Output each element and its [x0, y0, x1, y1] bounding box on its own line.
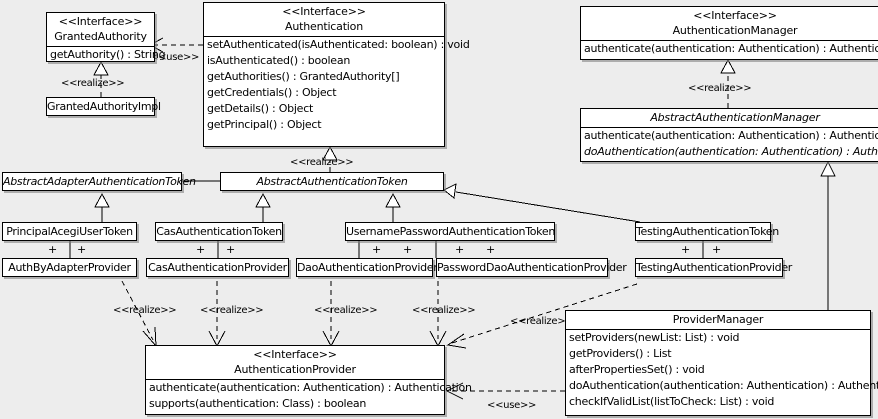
- arrowhead-hollow-realize-grantedauthority: [93, 60, 109, 76]
- member-row: getCredentials() : Object: [207, 86, 337, 99]
- arrowhead-open-realize-authbyadapter: [142, 326, 157, 348]
- edge-label-use-1: <<use>>: [150, 52, 200, 63]
- class-name: AuthenticationManager: [672, 24, 798, 37]
- multiplicity-plus: +: [455, 243, 465, 256]
- member-row: getProviders() : List: [569, 347, 672, 360]
- class-cas-authentication-provider[interactable]: CasAuthenticationProvider: [146, 258, 289, 277]
- member-row: getAuthorities() : GrantedAuthority[]: [207, 70, 400, 83]
- class-abstract-adapter-authentication-token[interactable]: AbstractAdapterAuthenticationToken: [2, 172, 196, 191]
- edge-label-realize-grantedauthority: <<realize>>: [61, 78, 125, 89]
- class-header: ProviderManager: [566, 311, 870, 330]
- member-row: getPrincipal() : Object: [207, 118, 322, 131]
- class-auth-by-adapter-provider[interactable]: AuthByAdapterProvider: [2, 258, 137, 277]
- class-header: <<Interface>> Authentication: [204, 3, 444, 37]
- class-provider-manager[interactable]: ProviderManager setProviders(newList: Li…: [565, 310, 878, 416]
- edge-label-realize-authentication: <<realize>>: [290, 157, 354, 168]
- multiplicity-plus: +: [681, 243, 691, 256]
- class-cas-authentication-token[interactable]: CasAuthenticationToken: [155, 222, 283, 241]
- class-granted-authority-impl[interactable]: GrantedAuthorityImpl: [46, 97, 161, 116]
- edge-label-realize-dao: <<realize>>: [314, 305, 378, 316]
- class-name: AuthenticationProvider: [234, 363, 356, 376]
- member-row: authenticate(authentication: Authenticat…: [584, 129, 878, 142]
- class-header: AbstractAuthenticationManager: [581, 109, 878, 128]
- class-name: Authentication: [285, 20, 363, 33]
- member-row: authenticate(authentication: Authenticat…: [149, 381, 472, 394]
- multiplicity-plus: +: [48, 243, 58, 256]
- arrowhead-hollow-gen-principalacegi: [94, 192, 110, 208]
- member-row: authenticate(authentication: Authenticat…: [584, 42, 878, 55]
- arrowhead-open-realize-cas: [208, 330, 226, 348]
- edge-label-realize-cas: <<realize>>: [200, 305, 264, 316]
- arrowhead-hollow-gen-castoken: [255, 192, 271, 208]
- arrowhead-hollow-gen-usernamepasswordtoken: [385, 192, 401, 208]
- class-username-password-authentication-token[interactable]: UsernamePasswordAuthenticationToken: [345, 222, 555, 241]
- class-members: setProviders(newList: List) : void getPr…: [566, 330, 878, 410]
- multiplicity-plus: +: [486, 243, 496, 256]
- edge-label-use-2: <<use>>: [487, 400, 537, 411]
- edge-label-realize-testing: <<realize>>: [510, 316, 574, 327]
- class-password-dao-authentication-provider[interactable]: PasswordDaoAuthenticationProvider: [436, 258, 627, 277]
- member-row: getAuthority() : String: [50, 48, 166, 61]
- member-row: isAuthenticated() : boolean: [207, 54, 351, 67]
- member-row: supports(authentication: Class) : boolea…: [149, 397, 367, 410]
- edge-generalization-testingauthenticationtoken: [455, 191, 641, 223]
- class-members: getAuthority() : String: [47, 47, 166, 63]
- stereotype-label: <<Interface>>: [282, 5, 366, 18]
- multiplicity-plus: +: [403, 243, 413, 256]
- member-row: getDetails() : Object: [207, 102, 314, 115]
- edge-label-realize-passworddao: <<realize>>: [412, 305, 476, 316]
- member-row: doAuthentication(authentication: Authent…: [584, 145, 878, 158]
- class-header: <<Interface>> AuthenticationManager: [581, 7, 878, 41]
- class-testing-authentication-token[interactable]: TestingAuthenticationToken: [635, 222, 779, 241]
- class-abstract-authentication-token[interactable]: AbstractAuthenticationToken: [220, 172, 444, 191]
- arrowhead-open-realize-passworddao: [429, 330, 447, 348]
- multiplicity-plus: +: [77, 243, 87, 256]
- class-authentication-provider[interactable]: <<Interface>> AuthenticationProvider aut…: [145, 345, 472, 415]
- class-members: authenticate(authentication: Authenticat…: [146, 380, 472, 412]
- class-abstract-authentication-manager[interactable]: AbstractAuthenticationManager authentica…: [580, 108, 878, 162]
- class-granted-authority[interactable]: <<Interface>> GrantedAuthority getAuthor…: [46, 12, 166, 63]
- class-authentication[interactable]: <<Interface>> Authentication setAuthenti…: [203, 2, 470, 147]
- class-authentication-manager[interactable]: <<Interface>> AuthenticationManager auth…: [580, 6, 878, 60]
- arrowhead-open-realize-testing: [446, 333, 467, 349]
- class-dao-authentication-provider[interactable]: DaoAuthenticationProvider: [296, 258, 438, 277]
- member-row: afterPropertiesSet() : void: [569, 363, 705, 376]
- member-row: setProviders(newList: List) : void: [569, 331, 740, 344]
- arrowhead-hollow-realize-authenticationmanager: [720, 58, 736, 74]
- class-principal-acegi-user-token[interactable]: PrincipalAcegiUserToken: [2, 222, 137, 241]
- class-members: authenticate(authentication: Authenticat…: [581, 128, 878, 160]
- arrowhead-open-realize-dao: [322, 330, 340, 348]
- edge-label-realize-authbyadapter: <<realize>>: [113, 305, 177, 316]
- multiplicity-plus: +: [712, 243, 722, 256]
- member-row: doAuthentication(authentication: Authent…: [569, 379, 878, 392]
- member-row: setAuthenticated(isAuthenticated: boolea…: [207, 38, 470, 51]
- multiplicity-plus: +: [196, 243, 206, 256]
- class-header: <<Interface>> AuthenticationProvider: [146, 346, 444, 380]
- class-testing-authentication-provider[interactable]: TestingAuthenticationProvider: [635, 258, 792, 277]
- multiplicity-plus: +: [226, 243, 236, 256]
- stereotype-label: <<Interface>>: [693, 9, 777, 22]
- class-members: authenticate(authentication: Authenticat…: [581, 41, 878, 57]
- arrowhead-hollow-gen-testingtoken: [443, 183, 457, 199]
- class-name: AbstractAuthenticationManager: [650, 111, 820, 124]
- stereotype-label: <<Interface>>: [58, 15, 143, 28]
- class-header: <<Interface>> GrantedAuthority: [47, 13, 154, 47]
- class-name: GrantedAuthority: [54, 30, 147, 43]
- arrowhead-hollow-gen-providermanager: [820, 160, 836, 177]
- class-name: ProviderManager: [672, 313, 764, 326]
- member-row: checkIfValidList(listToCheck: List) : vo…: [569, 395, 775, 408]
- stereotype-label: <<Interface>>: [253, 348, 337, 361]
- multiplicity-plus: +: [372, 243, 382, 256]
- edge-label-realize-authenticationmanager: <<realize>>: [688, 83, 752, 94]
- class-members: setAuthenticated(isAuthenticated: boolea…: [204, 37, 470, 133]
